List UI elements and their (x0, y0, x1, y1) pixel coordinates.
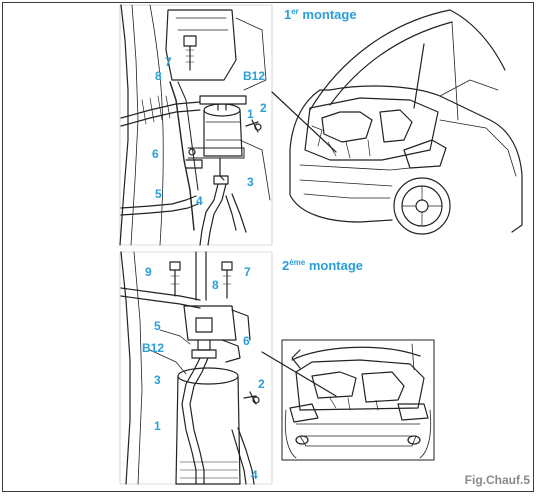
car-drawing-top (271, 9, 523, 235)
callout-top-7: 7 (165, 55, 172, 69)
callout-top-6: 6 (152, 147, 159, 161)
callout-top-2: 2 (260, 101, 267, 115)
callout-bottom-8: 8 (212, 278, 219, 292)
title-first-mounting: 1er montage (284, 7, 357, 22)
callout-bottom-1: 1 (154, 419, 161, 433)
callout-top-4: 4 (196, 194, 203, 208)
title-second-mounting: 2ème montage (282, 258, 364, 273)
car-drawing-bottom (261, 339, 435, 461)
callout-top-8: 8 (155, 69, 162, 83)
figure-caption: Fig.Chauf.5 (464, 473, 530, 487)
detail-drawing-bottom (119, 251, 273, 485)
callout-top-b12: B12 (243, 69, 266, 83)
figure-frame (2, 2, 534, 492)
callout-bottom-b12: B12 (142, 341, 165, 355)
callout-top-5: 5 (155, 187, 162, 201)
callout-bottom-2: 2 (258, 377, 265, 391)
callout-bottom-7: 7 (244, 265, 251, 279)
callout-bottom-3: 3 (154, 373, 161, 387)
callout-top-1: 1 (247, 107, 254, 121)
callout-bottom-5: 5 (154, 319, 161, 333)
callout-bottom-6: 6 (243, 334, 250, 348)
detail-drawing-top (119, 4, 273, 246)
callout-bottom-4: 4 (251, 468, 258, 482)
callout-top-3: 3 (247, 175, 254, 189)
callout-bottom-9: 9 (145, 265, 152, 279)
